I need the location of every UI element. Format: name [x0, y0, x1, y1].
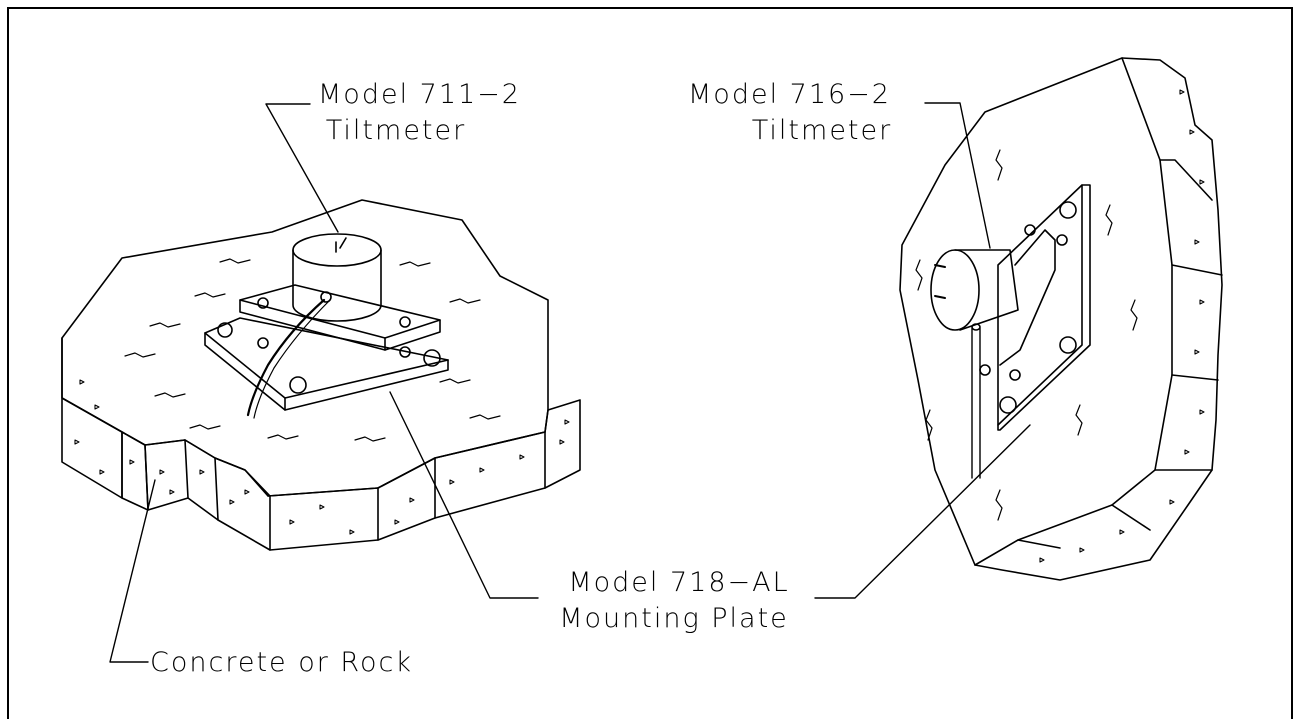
leader-711	[265, 103, 339, 233]
label-718-name: Mounting Plate	[559, 603, 789, 634]
leader-718-right	[814, 424, 1031, 599]
label-718-model: Model 718−AL	[568, 567, 790, 598]
tiltmeter-711-assembly	[204, 233, 449, 419]
label-716-name: Tiltmeter	[751, 115, 893, 146]
leader-lines	[109, 102, 1031, 663]
label-711-model: Model 711−2	[318, 79, 521, 110]
label-711-name: Tiltmeter	[325, 115, 467, 146]
leader-concrete	[109, 479, 156, 663]
label-concrete-or-rock: Concrete or Rock	[150, 647, 413, 678]
drawing-frame	[7, 7, 1293, 719]
leader-716	[924, 102, 991, 249]
label-716-model: Model 716−2	[688, 79, 891, 110]
leader-718-left	[389, 391, 539, 599]
tiltmeter-716-assembly	[930, 184, 1091, 479]
